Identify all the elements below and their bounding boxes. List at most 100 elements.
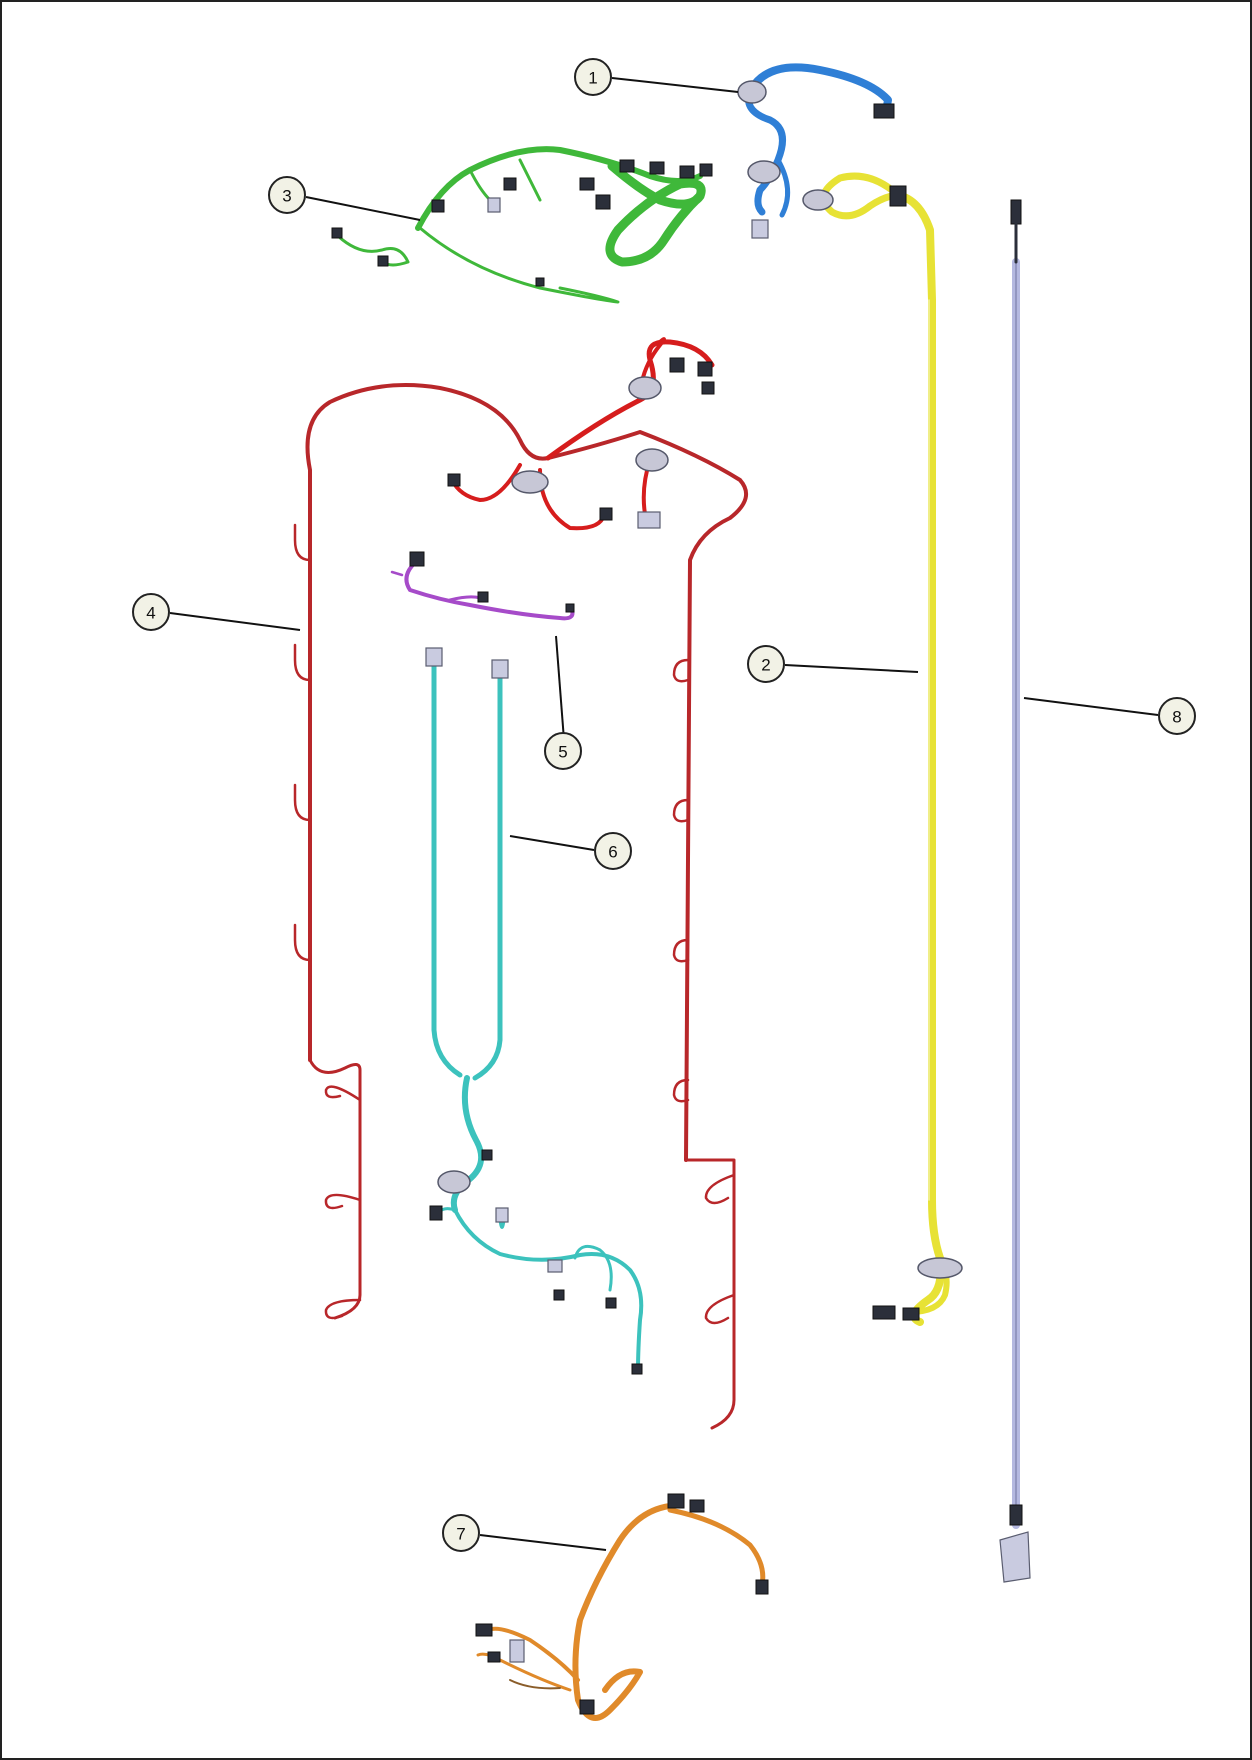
harness-3-connector-h: [619, 159, 635, 173]
harness-7-connector-top-a: [667, 1493, 685, 1509]
harness-2-bottom-grommet: [917, 1257, 963, 1279]
harness-6-loop-branch: [573, 1244, 613, 1292]
harness-5-connector-b: [477, 591, 489, 603]
harness-3-connector-d: [487, 197, 501, 213]
harness-5: [390, 551, 575, 621]
callout-3-label: 3: [282, 187, 291, 206]
callout-4-label: 4: [146, 604, 155, 623]
leader-line-1: [611, 77, 739, 93]
harness-6-connector-top-left: [425, 647, 443, 667]
callout-7: 7: [442, 1514, 480, 1552]
harness-7-left-branch: [486, 1626, 580, 1682]
harness-4-drop-left-3: [293, 783, 312, 822]
callout-3-circle: [268, 176, 306, 214]
harness-5-branch: [448, 595, 482, 602]
callout-1-circle: [574, 58, 612, 96]
harness-8-bottom-connector: [1009, 1504, 1023, 1526]
harness-4-right-leg: [684, 1158, 736, 1430]
callout-5-circle: [544, 732, 582, 770]
harness-5-connector-c: [565, 603, 575, 613]
harness-6-connector-d: [553, 1289, 565, 1301]
leader-line-4: [169, 612, 301, 631]
harness-7-connector-right: [755, 1579, 769, 1595]
harness-2-end-connector-b: [902, 1307, 920, 1321]
leader-line-2: [784, 664, 919, 673]
callout-8: 8: [1158, 697, 1196, 735]
callout-1: 1: [574, 58, 612, 96]
harness-6-grommet: [437, 1170, 471, 1194]
harness-7-main-wire: [572, 1503, 673, 1721]
harness-4-drop-right-2: [672, 798, 690, 823]
harness-6-connector-top-right: [491, 659, 509, 679]
harness-3-connector-j: [679, 165, 695, 179]
harness-4-drop-right-5: [704, 1173, 736, 1205]
harness-4-drop-left-5: [324, 1085, 362, 1102]
harness-6-connector-e: [605, 1297, 617, 1309]
harness-8-top-connector: [1010, 199, 1022, 225]
harness-3: [331, 146, 713, 304]
harness-3-connector-b: [377, 255, 389, 267]
harness-3-connector-f: [579, 177, 595, 191]
harness-4-drop-right-6: [704, 1293, 736, 1325]
harness-4-connector-d: [669, 357, 685, 373]
harness-1-main-wire: [748, 63, 892, 116]
harness-7-connector-bottom: [579, 1699, 595, 1715]
harness-4-grommet-b: [628, 376, 662, 400]
harness-4-drop-left-1: [293, 523, 312, 562]
callout-5: 5: [544, 732, 582, 770]
harness-2-end-connector-a: [872, 1305, 896, 1320]
harness-3-long-lead: [418, 226, 620, 304]
harness-7-connector-left-b: [509, 1639, 525, 1663]
harness-4-mid-branch: [538, 468, 606, 531]
harness-1-bottom-connector: [751, 219, 769, 239]
harness-6-connector-b: [495, 1207, 509, 1223]
harness-4-drop-left-4: [293, 923, 312, 962]
harness-3-connector-e: [503, 177, 517, 191]
harness-1: [737, 63, 895, 239]
harness-2-top-grommet: [802, 189, 834, 211]
callout-4-circle: [132, 593, 170, 631]
harness-6-bottom-branch: [453, 1208, 644, 1372]
harness-6-lower-trunk: [450, 1075, 485, 1213]
callout-7-circle: [442, 1514, 480, 1552]
harness-4-drop-right-4: [672, 1078, 690, 1103]
callouts: 1 2 3 4 5 6 7 8: [132, 58, 1196, 1552]
harness-4-drop-right-1: [672, 658, 690, 683]
harness-4-connector-a: [447, 473, 461, 487]
harness-3-connector-a: [331, 227, 343, 239]
harness-7-right-branch: [667, 1507, 766, 1588]
harness-3-branch-b: [518, 158, 542, 202]
harness-4-connector-e: [697, 361, 713, 377]
harness-7-lead-a: [509, 1679, 561, 1690]
harness-6-connector-a: [429, 1205, 443, 1221]
harness-7-connector-left-c: [487, 1651, 501, 1663]
callout-2: 2: [747, 645, 785, 683]
leader-line-6: [509, 835, 595, 851]
harness-6-connector-f: [631, 1363, 643, 1375]
harness-4-upper-trunk: [545, 339, 715, 461]
harness-4-connector-f: [701, 381, 715, 395]
harness-3-connector-g: [595, 194, 611, 210]
callout-6-circle: [594, 832, 632, 870]
harness-4-drop-left-6: [324, 1193, 362, 1210]
harness-4-drop-left-7: [324, 1298, 362, 1320]
callout-2-circle: [747, 645, 785, 683]
harness-6-left-trunk: [431, 657, 463, 1078]
harness-4-grommet-c: [635, 448, 669, 472]
callout-7-label: 7: [456, 1525, 465, 1544]
harness-1-end-connector: [873, 103, 895, 119]
harness-8-end-boot: [999, 1531, 1031, 1583]
leader-lines: [169, 77, 1159, 1551]
harness-3-connector-i: [649, 161, 665, 175]
harness-2-loop-wire: [820, 172, 902, 220]
harness-6-connector-g: [481, 1149, 493, 1161]
harness-2-top-connector: [889, 185, 907, 207]
harness-4-drop-right-3: [672, 938, 690, 963]
harness-5-wire: [404, 558, 575, 621]
harness-3-branch-a: [468, 168, 492, 202]
harness-2-main-wire: [894, 191, 945, 1326]
harness-5-connector-a: [409, 551, 425, 567]
leader-line-5: [555, 635, 565, 741]
